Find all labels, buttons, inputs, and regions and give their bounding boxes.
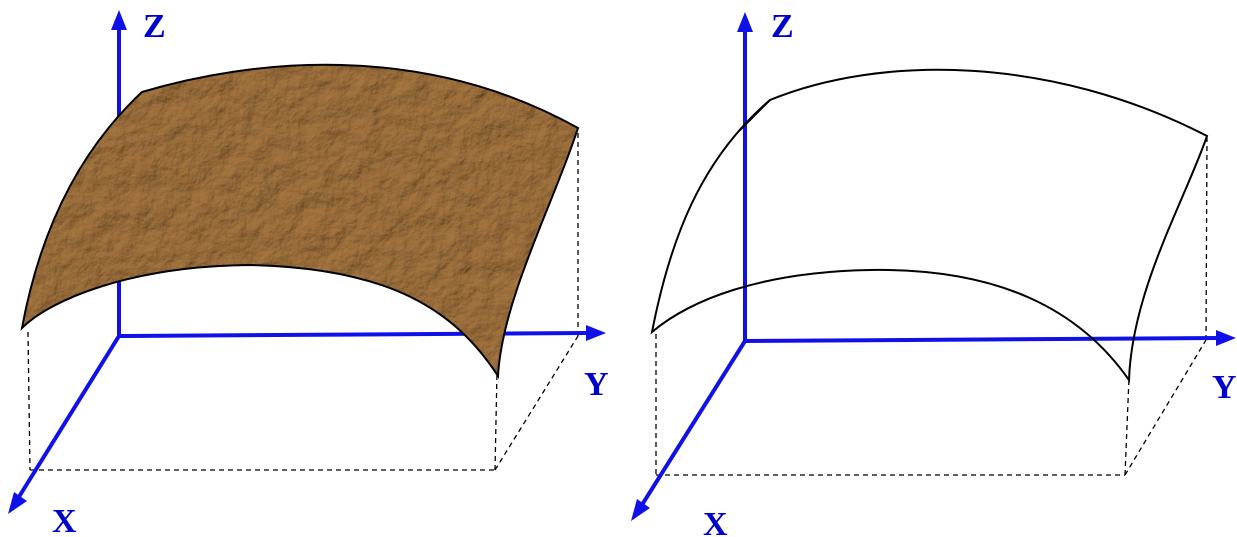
left-y-label: Y bbox=[584, 366, 609, 403]
left-x-label: X bbox=[52, 503, 77, 537]
right-z-arrowhead bbox=[737, 12, 753, 32]
left-y-axis bbox=[118, 331, 589, 338]
right-x-arrowhead bbox=[631, 499, 650, 521]
left-x-axis bbox=[15, 334, 121, 502]
left-projection-lines bbox=[27, 130, 579, 471]
right-y-axis bbox=[744, 336, 1219, 343]
left-x-arrowhead bbox=[8, 492, 27, 514]
right-x-axis bbox=[638, 339, 747, 510]
right-y-label: Y bbox=[1212, 369, 1237, 406]
right-y-arrowhead bbox=[1216, 330, 1236, 346]
right-axes bbox=[631, 12, 1236, 521]
right-diagram: Z Y X bbox=[631, 8, 1237, 537]
left-y-arrowhead bbox=[586, 325, 606, 341]
right-z-label: Z bbox=[771, 8, 794, 45]
left-z-label: Z bbox=[143, 8, 166, 45]
right-surface bbox=[650, 68, 1209, 384]
left-z-arrowhead bbox=[111, 10, 127, 30]
right-x-label: X bbox=[703, 506, 728, 537]
right-projection-lines bbox=[655, 135, 1208, 476]
left-diagram: Z Y X bbox=[8, 8, 609, 537]
